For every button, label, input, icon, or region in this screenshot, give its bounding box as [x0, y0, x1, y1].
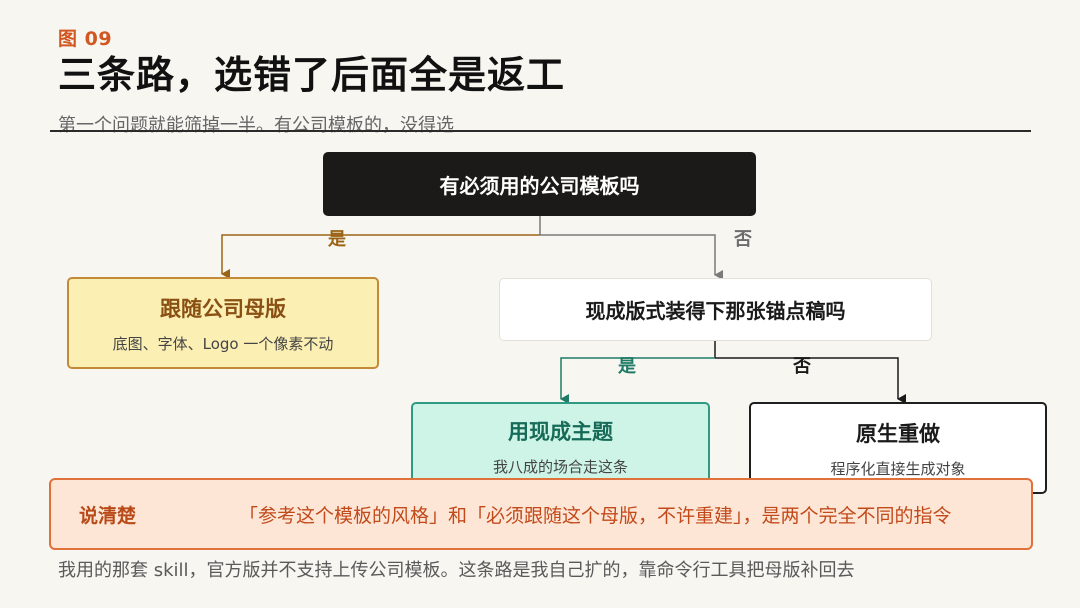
edge-second-no [715, 357, 906, 404]
edge-second-yes [560, 357, 715, 404]
footer-note: 我用的那套 skill，官方版并不支持上传公司模板。这条路是我自己扩的，靠命令行… [58, 560, 855, 581]
root-yes-label: 是 [328, 229, 346, 250]
page-title: 三条路，选错了后面全是返工 [58, 53, 566, 97]
root-no-label: 否 [734, 229, 752, 250]
root-question-node: 有必须用的公司模板吗 [323, 152, 756, 216]
use-theme-title: 用现成主题 [508, 419, 613, 444]
follow-template-node: 跟随公司母版 底图、字体、Logo 一个像素不动 [67, 277, 379, 369]
root-question-text: 有必须用的公司模板吗 [439, 173, 640, 198]
clarify-callout: 说清楚 「参考这个模板的风格」和「必须跟随这个母版，不许重建」，是两个完全不同的… [49, 478, 1033, 550]
second-question-node: 现成版式装得下那张锚点稿吗 [499, 278, 932, 341]
second-no-label: 否 [793, 356, 811, 377]
second-question-text: 现成版式装得下那张锚点稿吗 [585, 299, 846, 323]
use-theme-node: 用现成主题 我八成的场合走这条 [411, 402, 710, 490]
figure-label: 图 09 [58, 28, 113, 50]
second-yes-label: 是 [618, 356, 636, 377]
use-theme-subtitle: 我八成的场合走这条 [492, 457, 628, 476]
header-divider [50, 130, 1031, 132]
native-redo-title: 原生重做 [856, 421, 940, 446]
native-redo-subtitle: 程序化直接生成对象 [830, 459, 966, 478]
edge-root-yes [221, 234, 540, 279]
callout-text: 「参考这个模板的风格」和「必须跟随这个母版，不许重建」，是两个完全不同的指令 [239, 504, 952, 527]
edge-root-no [540, 234, 723, 280]
callout-label: 说清楚 [79, 504, 137, 527]
follow-template-title: 跟随公司母版 [160, 296, 286, 321]
follow-template-subtitle: 底图、字体、Logo 一个像素不动 [112, 334, 334, 353]
